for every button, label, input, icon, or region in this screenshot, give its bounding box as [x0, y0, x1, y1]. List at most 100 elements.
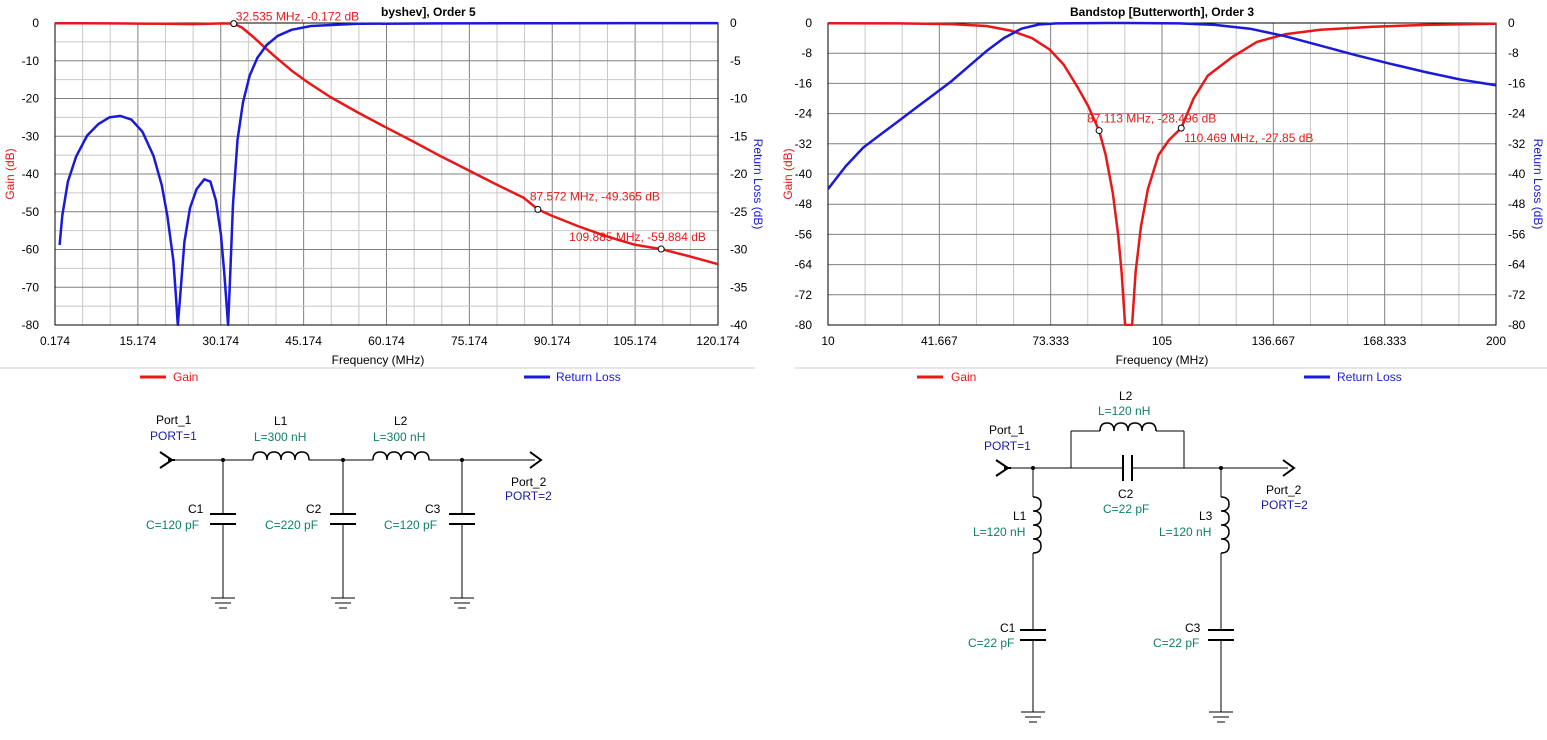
lp-l2-value: L=300 nH — [373, 430, 425, 444]
chart1-grid — [54, 22, 719, 326]
lp-c2-value: C=220 pF — [265, 518, 318, 532]
chart1-title: byshev], Order 5 — [381, 5, 476, 19]
chart2-x-tick-label: 41.667 — [921, 334, 958, 348]
chart2-x-tick-label: 105 — [1152, 334, 1172, 348]
bs-l2-name: L2 — [1119, 389, 1133, 403]
chart1-y2-axis-label: Return Loss (dB) — [751, 139, 765, 230]
chart2-y-tick-label: -72 — [795, 288, 813, 302]
chart2-y-tick-label: -32 — [795, 137, 813, 151]
chart2-markers: 87.113 MHz, -28.496 dB 110.469 MHz, -27.8… — [1087, 112, 1313, 146]
chart1-x-tick-label: 120.174 — [696, 334, 740, 348]
ground-3-icon — [450, 597, 474, 609]
chart1-marker-label: 32.535 MHz, -0.172 dB — [236, 10, 359, 24]
chart2-y2-tick-label: 0 — [1508, 16, 1515, 30]
bs-c3-name: C3 — [1185, 621, 1201, 635]
chart1-y-tick-label: -40 — [22, 167, 40, 181]
chart2-y2-tick-label: -16 — [1508, 76, 1526, 90]
chart1-legend-gain-label: Gain — [173, 370, 198, 384]
chart2-legend: Gain Return Loss — [917, 370, 1402, 384]
chart2-marker-label: 87.113 MHz, -28.496 dB — [1087, 112, 1216, 126]
chart2-y2-tick-label: -24 — [1508, 107, 1526, 121]
chart1-marker-point[interactable] — [534, 205, 542, 213]
chart2-y2-ticks: 0-8-16-24-32-40-48-56-64-72-80 — [1508, 16, 1526, 332]
chart1-marker-label: 109.885 MHz, -59.884 dB — [569, 230, 706, 244]
bs-port2-name: Port_2 — [1266, 483, 1302, 497]
chart1-x-axis-label: Frequency (MHz) — [332, 353, 425, 367]
lp-l1-value: L=300 nH — [254, 430, 306, 444]
chart2-x-tick-label: 136.667 — [1252, 334, 1296, 348]
chart2-title: Bandstop [Butterworth], Order 3 — [1070, 5, 1254, 19]
chart1-y2-tick-label: -20 — [730, 167, 748, 181]
bs-port1-symbol — [995, 459, 1011, 477]
chart1-x-tick-label: 105.174 — [613, 334, 657, 348]
bs-port2-value: PORT=2 — [1261, 498, 1308, 512]
lp-c1-value: C=120 pF — [146, 518, 199, 532]
chart2-y-axis-label: Gain (dB) — [781, 148, 795, 199]
chart1-y2-tick-label: -25 — [730, 205, 748, 219]
port2-symbol — [529, 451, 543, 469]
chart2-y-tick-label: -16 — [795, 76, 813, 90]
bs-port1-name: Port_1 — [989, 423, 1025, 437]
chart2-y-tick-label: -64 — [795, 258, 813, 272]
chart1-y2-tick-label: -35 — [730, 280, 748, 294]
chart1-y-ticks: 0-10-20-30-40-50-60-70-80 — [22, 16, 40, 332]
chart1-x-tick-label: 45.174 — [285, 334, 322, 348]
chart1-x-tick-label: 30.174 — [202, 334, 239, 348]
chart2-series-return-loss — [828, 21, 1496, 190]
chart1-y2-ticks: 0-5-10-15-20-25-30-35-40 — [730, 16, 748, 332]
bs-c2-name: C2 — [1118, 487, 1134, 501]
chart1-legend: Gain Return Loss — [140, 370, 621, 384]
chart1-y-tick-label: -30 — [22, 129, 40, 143]
port1-symbol — [159, 451, 175, 469]
chart1-y-tick-label: -50 — [22, 205, 40, 219]
chart1-series-return-loss — [58, 21, 718, 326]
chart1-y-tick-label: -10 — [22, 54, 40, 68]
chart2-y2-tick-label: -32 — [1508, 137, 1526, 151]
lp-port1-name: Port_1 — [156, 413, 192, 427]
ground-2-icon — [331, 597, 355, 609]
chart2-y2-tick-label: -56 — [1508, 227, 1526, 241]
chart1-y2-tick-label: -15 — [730, 129, 748, 143]
chart1-x-tick-label: 0.174 — [40, 334, 70, 348]
chart1-y-tick-label: -20 — [22, 92, 40, 106]
bs-l2-value: L=120 nH — [1098, 404, 1150, 418]
chart2-y2-tick-label: -48 — [1508, 197, 1526, 211]
chart2-marker-label: 110.469 MHz, -27.85 dB — [1184, 131, 1313, 145]
chart1-y2-tick-label: -40 — [730, 318, 748, 332]
chart2-y-tick-label: -8 — [801, 46, 812, 60]
lp-c1-name: C1 — [188, 502, 204, 516]
schematic-lowpass — [159, 451, 543, 609]
inductor-l1 — [252, 451, 310, 461]
bs-l3-value: L=120 nH — [1159, 525, 1211, 539]
chart1-marker-point[interactable] — [657, 245, 665, 253]
chart2-y2-tick-label: -64 — [1508, 258, 1526, 272]
bs-l1-name: L1 — [1013, 509, 1027, 523]
ground-1-icon — [211, 597, 235, 609]
bs-c1-value: C=22 pF — [968, 636, 1014, 650]
lp-l2-name: L2 — [394, 414, 408, 428]
chart2-series-gain — [828, 21, 1496, 326]
chart2-marker-point[interactable] — [1177, 124, 1185, 132]
lp-c3-name: C3 — [425, 502, 441, 516]
lp-port1-value: PORT=1 — [150, 429, 197, 443]
chart1-y2-tick-label: -5 — [730, 54, 741, 68]
chart1-x-tick-label: 75.174 — [451, 334, 488, 348]
chart2-x-axis-label: Frequency (MHz) — [1116, 353, 1209, 367]
chart2-legend-gain-label: Gain — [951, 370, 976, 384]
schematic-bandstop — [995, 422, 1296, 723]
schematic-bandstop-labels: Port_1 PORT=1 L2 L=120 nH C2 C=22 pF Por… — [968, 389, 1308, 650]
chart2-x-tick-label: 200 — [1486, 334, 1506, 348]
chart1-series-gain — [55, 21, 718, 266]
chart1-x-tick-label: 15.174 — [120, 334, 157, 348]
chart1-marker-point[interactable] — [230, 20, 238, 28]
chart1-y-tick-label: 0 — [32, 16, 39, 30]
bs-ground-1-icon — [1021, 711, 1045, 723]
chart2-y-tick-label: -40 — [795, 167, 813, 181]
chart2-marker-point[interactable] — [1095, 127, 1103, 135]
lp-port2-value: PORT=2 — [505, 489, 552, 503]
